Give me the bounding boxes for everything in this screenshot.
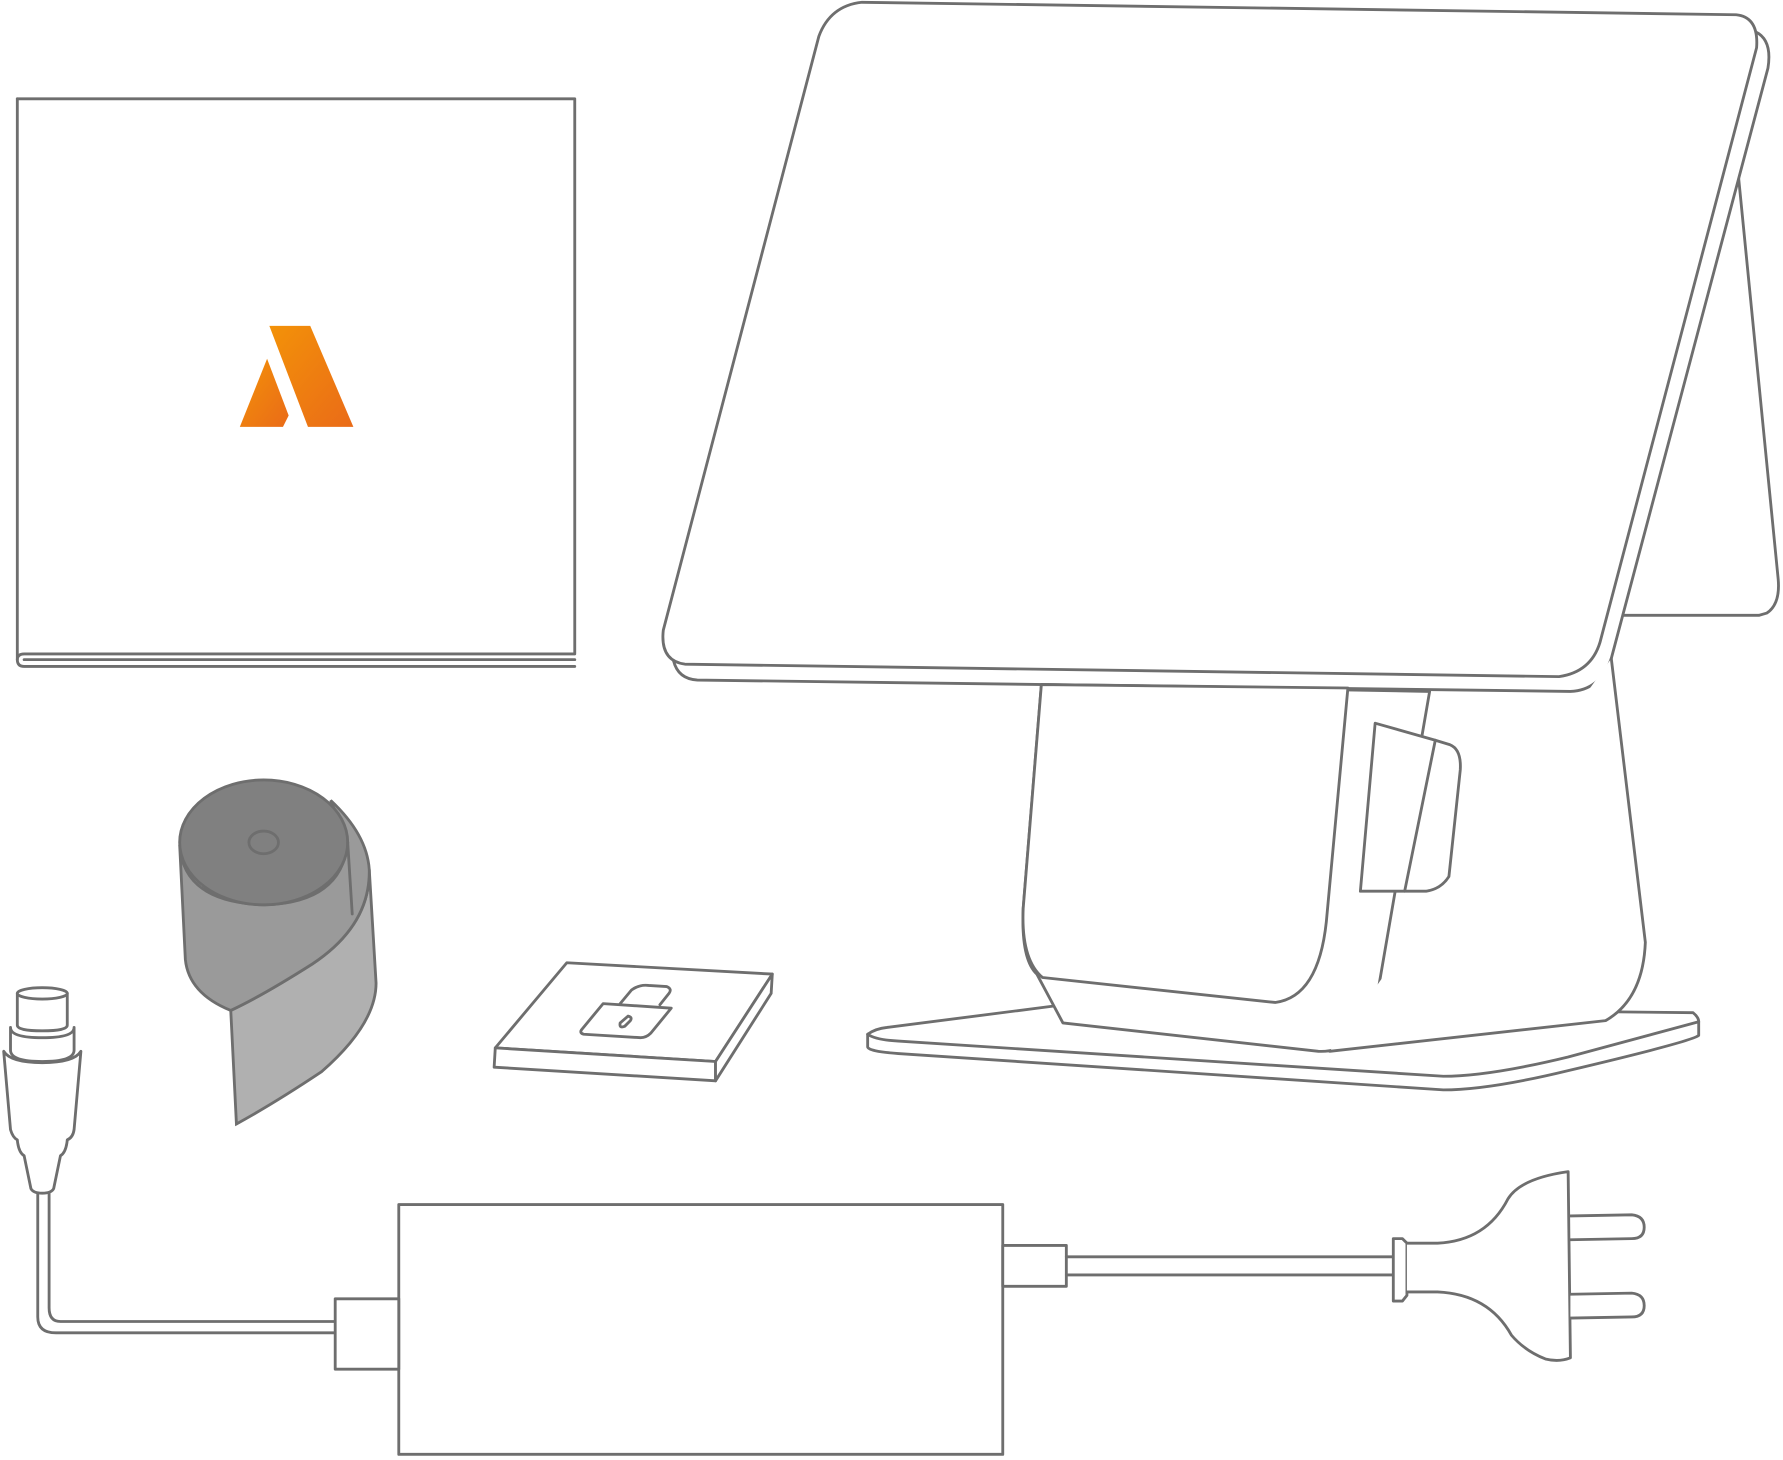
ac-plug [1391, 1170, 1646, 1362]
dc-plug [2, 986, 337, 1335]
brand-logo-icon [239, 325, 354, 427]
paper-roll [178, 778, 378, 1127]
pos-terminal [661, 0, 1780, 1092]
power-adapter [333, 1203, 1395, 1456]
manual-booklet [15, 97, 577, 668]
sim-card-tool [492, 961, 774, 1083]
